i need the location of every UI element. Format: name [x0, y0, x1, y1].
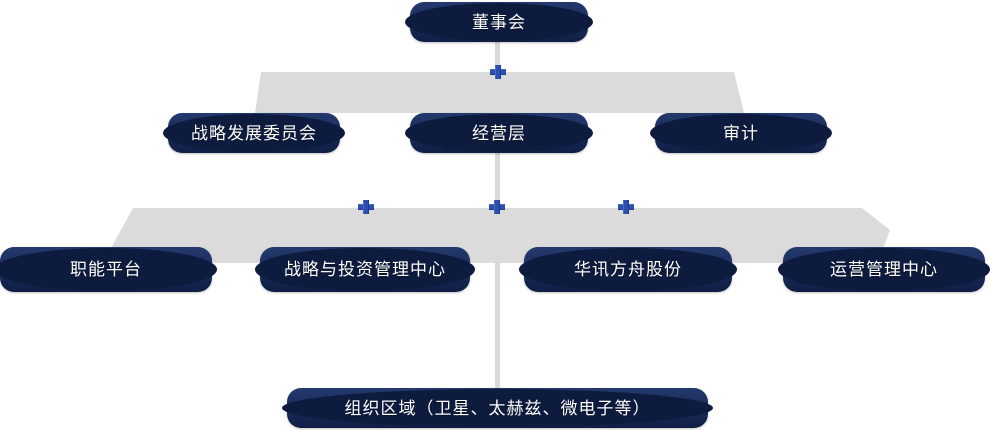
node-label: 组织区域（卫星、太赫兹、微电子等）	[344, 398, 651, 418]
node-strategy-development-committee: 战略发展委员会	[163, 113, 345, 153]
node-label: 运营管理中心	[830, 260, 938, 279]
node-label: 战略与投资管理中心	[284, 260, 446, 279]
node-label: 华讯方舟股份	[574, 260, 682, 279]
plus-icon[interactable]	[490, 65, 506, 79]
plus-icon[interactable]	[618, 200, 634, 214]
plus-icon[interactable]	[358, 200, 374, 214]
node-board-of-directors: 董事会	[405, 2, 593, 42]
node-huaxun-ark-shares: 华讯方舟股份	[519, 247, 737, 292]
node-label: 战略发展委员会	[191, 123, 317, 143]
plus-icon[interactable]	[489, 200, 505, 214]
connector-line-band-to-regions	[495, 262, 500, 389]
node-strategy-investment-center: 战略与投资管理中心	[255, 247, 475, 292]
node-management-level: 经营层	[405, 113, 593, 153]
node-organization-regions: 组织区域（卫星、太赫兹、微电子等）	[282, 388, 713, 428]
connector-band-level3	[103, 208, 890, 263]
node-label: 董事会	[472, 12, 526, 32]
node-operations-management-center: 运营管理中心	[778, 247, 990, 292]
node-label: 职能平台	[70, 260, 142, 279]
node-label: 审计	[723, 123, 759, 143]
connector-line-management-to-band	[495, 153, 500, 209]
connector-line-board-to-band	[495, 40, 500, 73]
node-audit: 审计	[650, 113, 832, 153]
node-label: 经营层	[472, 123, 526, 143]
node-functional-platform: 职能平台	[0, 247, 217, 292]
